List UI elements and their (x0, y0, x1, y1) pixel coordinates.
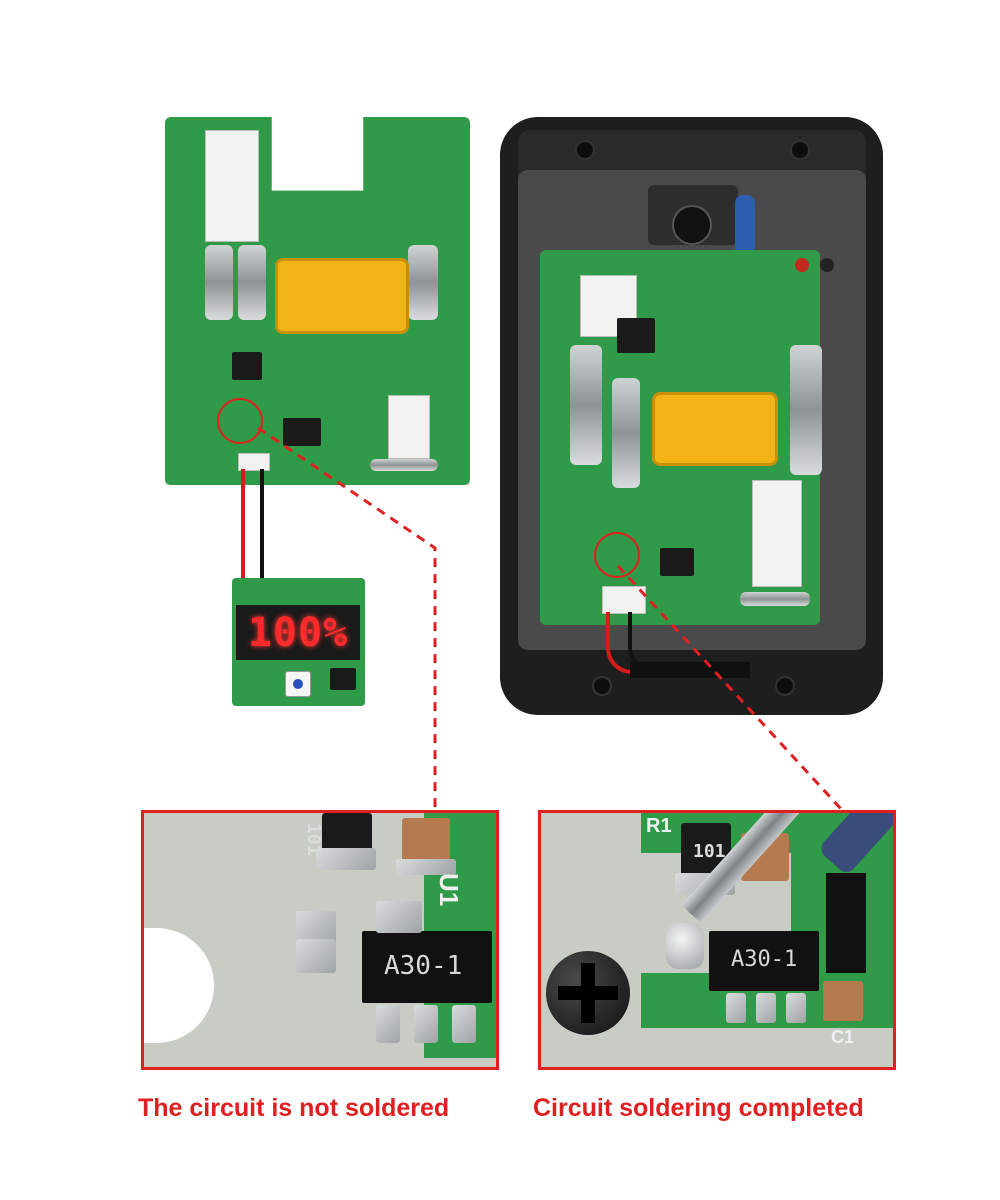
led-red (795, 258, 809, 272)
display-chip (330, 668, 356, 690)
resistor-pad (316, 848, 376, 870)
chip-marking: A30-1 (384, 951, 463, 981)
battery-terminal (612, 378, 640, 488)
battery-terminal (790, 345, 822, 475)
led-dark (820, 258, 834, 272)
chip-leg (452, 1005, 476, 1043)
resistor-marking: 101 (693, 841, 726, 862)
bottom-pad (740, 592, 810, 606)
capacitor (402, 818, 450, 866)
metal-plate-edge (344, 1058, 496, 1067)
regulator-chip (362, 931, 492, 1003)
silk-r1: R1 (646, 815, 672, 837)
screw-hole (575, 140, 595, 160)
solder-point-callout (217, 398, 263, 444)
chip-leg (756, 993, 776, 1023)
pcb-connector (205, 130, 259, 242)
capacitor-pad (396, 859, 456, 875)
yellow-connector-block (652, 392, 778, 466)
chip-marking: A30-1 (731, 947, 798, 972)
screw-slot (558, 986, 618, 1000)
chip-leg (376, 1005, 400, 1043)
display-reading: 100% (247, 609, 349, 656)
mosfet-chip (617, 318, 655, 353)
soldering-iron-handle (817, 813, 893, 877)
latch-screw (672, 205, 712, 245)
screw-hole (775, 676, 795, 696)
chip-leg (414, 1005, 438, 1043)
yellow-connector-block (275, 258, 409, 334)
screw-hole (592, 676, 612, 696)
wire-connector (238, 453, 270, 471)
caption-soldered: Circuit soldering completed (533, 1094, 864, 1122)
chip-tab (376, 901, 422, 933)
metal-plate-edge (541, 1028, 893, 1067)
silk-u1: U1 (434, 873, 464, 907)
mosfet-chip (232, 352, 262, 380)
regulator-chip (709, 931, 819, 991)
caption-unsoldered: The circuit is not soldered (138, 1094, 450, 1122)
battery-terminal (205, 245, 233, 320)
zoom-panel-unsoldered: 101 U1 A30-1 AT (141, 810, 499, 1070)
silk-sa: SA (538, 1035, 543, 1061)
ic-chip (660, 548, 694, 576)
unsoldered-pad (296, 939, 336, 973)
ic-chip (283, 418, 321, 446)
chip-leg (786, 993, 806, 1023)
led-display (236, 605, 360, 660)
screw-hole (790, 140, 810, 160)
silk-c1: C1 (831, 1027, 855, 1047)
black-wire (260, 469, 264, 579)
battery-terminal (238, 245, 266, 320)
chip-leg (726, 993, 746, 1023)
blue-wire-tab (735, 195, 755, 255)
resistor-marking: 101 (303, 823, 324, 856)
battery-terminal (570, 345, 602, 465)
zoom-panel-soldered: 101 R1 A30-1 C1 SA (538, 810, 896, 1070)
side-connector (388, 395, 430, 459)
solder-point-callout (594, 532, 640, 578)
side-chip (826, 873, 866, 973)
housing-connector (630, 662, 750, 678)
side-connector (752, 480, 802, 587)
silk-at: AT (141, 1045, 146, 1068)
battery-terminal (408, 245, 438, 320)
bottom-pad (370, 459, 438, 471)
soldered-joint (666, 923, 704, 969)
red-wire (241, 469, 245, 579)
capacitor (823, 981, 863, 1021)
check-button (285, 671, 311, 697)
